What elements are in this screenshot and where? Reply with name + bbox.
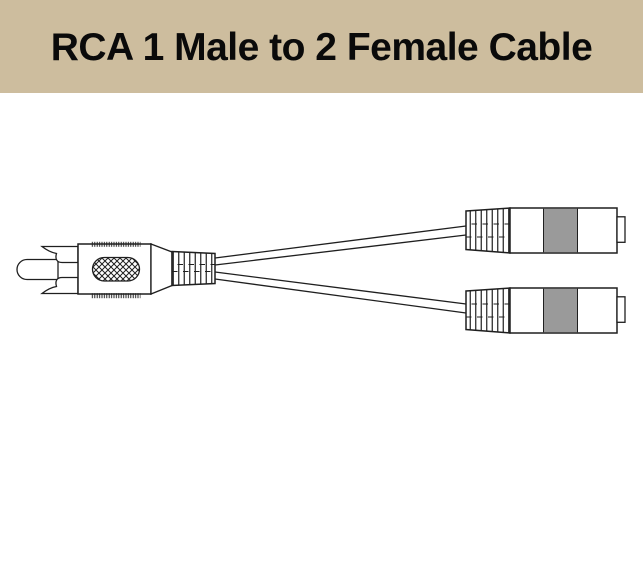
rca-male-grip-crosshatch — [91, 256, 141, 282]
cable-upper-edge-1 — [214, 225, 467, 259]
rca-male-strain-relief-knurl — [172, 264, 215, 272]
rca-male-strain-relief — [171, 250, 216, 287]
title-banner: RCA 1 Male to 2 Female Cable — [0, 0, 643, 93]
page-title: RCA 1 Male to 2 Female Cable — [50, 25, 593, 69]
rca-male-knurl-top — [91, 241, 141, 247]
rca-male-knurl-bottom — [91, 293, 141, 299]
cable-lower-edge-2 — [214, 278, 467, 314]
rca-male-shield-prong-top — [40, 245, 79, 264]
cable-y-split — [214, 225, 467, 314]
rca-male-pin — [16, 258, 59, 281]
cable-lower-edge-1 — [214, 271, 467, 305]
rca-male-taper — [150, 243, 173, 295]
rca-female-jack-bottom — [465, 287, 626, 334]
rca-female-jack-top — [465, 207, 626, 254]
rca-male-plug — [16, 241, 216, 299]
cable-upper-edge-2 — [214, 234, 467, 266]
rca-male-shield-prong-bottom — [40, 276, 79, 295]
